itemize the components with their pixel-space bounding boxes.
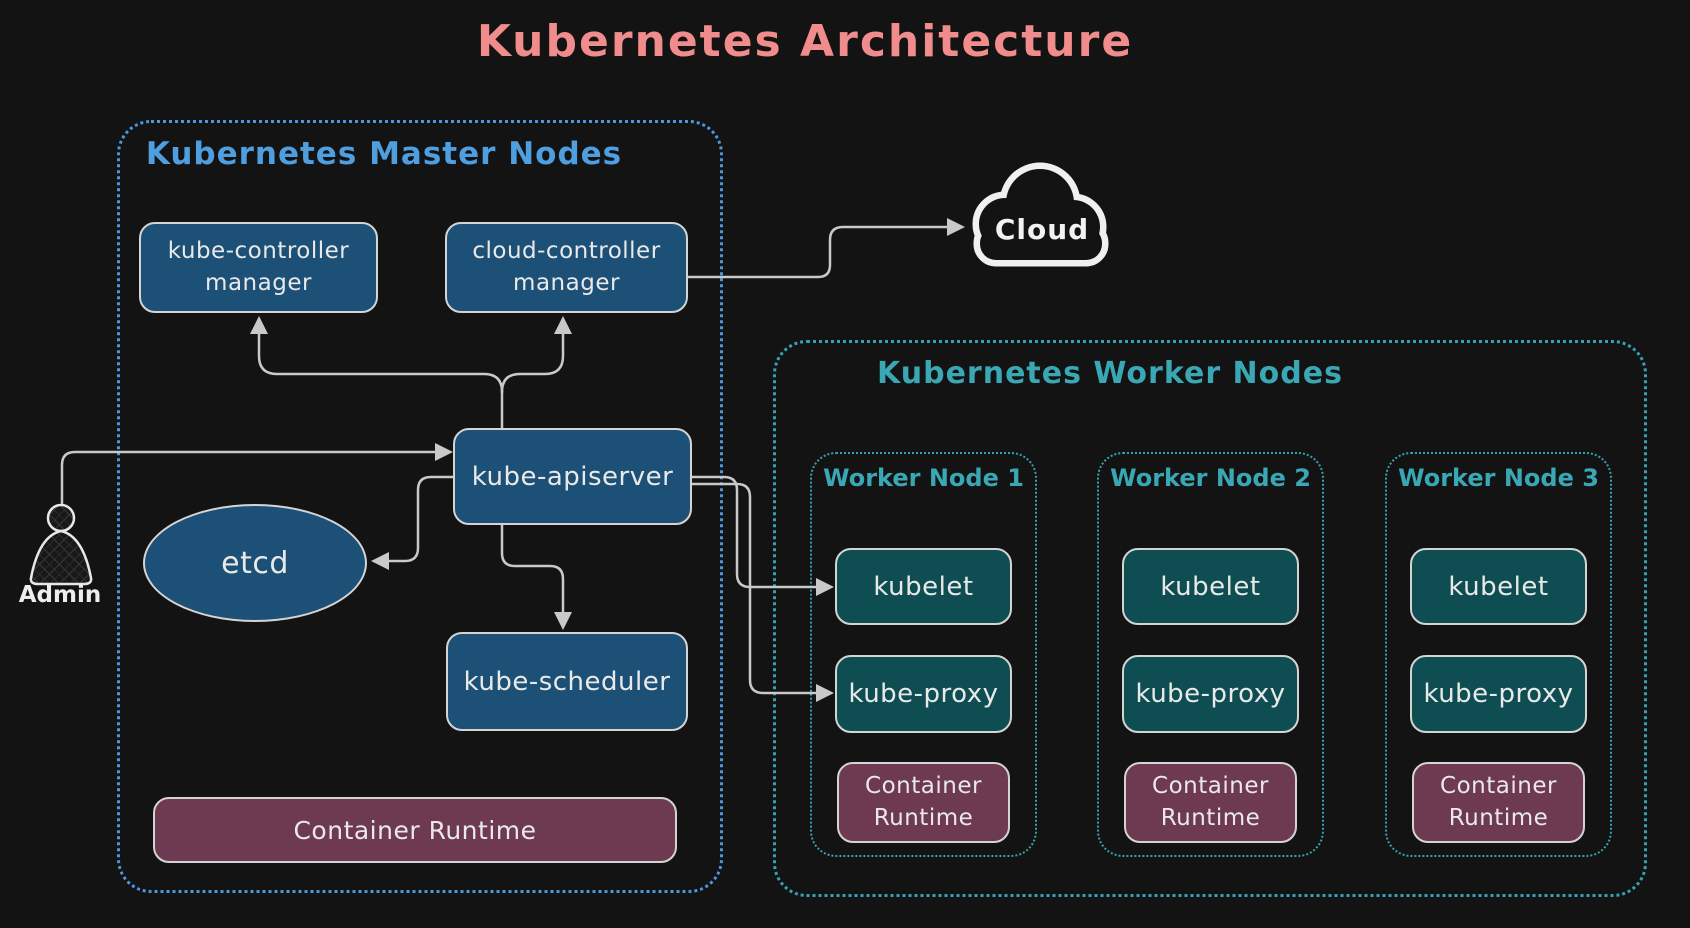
worker-node-1-title: Worker Node 1 xyxy=(823,464,1024,492)
worker-node-3-title: Worker Node 3 xyxy=(1398,464,1599,492)
node-container-runtime-master: Container Runtime xyxy=(153,797,677,863)
master-nodes-frame xyxy=(117,120,723,893)
cloud-label: Cloud xyxy=(995,213,1089,246)
page-title: Kubernetes Architecture xyxy=(476,16,1134,67)
node-etcd: etcd xyxy=(143,504,367,622)
arrow-apiserver-to-scheduler xyxy=(500,523,565,615)
arrowhead xyxy=(554,316,572,334)
worker-nodes-frame xyxy=(773,340,1647,897)
node-container-runtime-2: Container Runtime xyxy=(1124,762,1297,843)
node-kubelet-1: kubelet xyxy=(835,548,1012,625)
node-kube-scheduler: kube-scheduler xyxy=(446,632,688,731)
node-container-runtime-1: Container Runtime xyxy=(837,762,1010,843)
node-kubelet-2: kubelet xyxy=(1122,548,1299,625)
node-kube-proxy-3: kube-proxy xyxy=(1410,655,1587,733)
node-kube-apiserver: kube-apiserver xyxy=(453,428,692,525)
arrowhead xyxy=(250,316,268,334)
worker-node-3-frame xyxy=(1385,452,1612,857)
arrow-admin-to-apiserver xyxy=(60,450,439,505)
worker-node-2-frame xyxy=(1097,452,1324,857)
node-kube-proxy-1: kube-proxy xyxy=(835,655,1012,733)
master-nodes-title: Kubernetes Master Nodes xyxy=(145,136,623,172)
node-kube-controller-manager: kube-controller manager xyxy=(139,222,378,313)
arrow-cloud-controller-to-cloud xyxy=(686,225,951,279)
arrow-apiserver-to-cloud-controller-manager xyxy=(500,332,565,394)
arrowhead xyxy=(435,443,453,461)
arrow-apiserver-to-kubelet xyxy=(690,475,820,589)
cloud-icon: Cloud xyxy=(972,162,1109,267)
worker-nodes-title: Kubernetes Worker Nodes xyxy=(877,356,1343,391)
arrowhead xyxy=(816,578,834,596)
node-container-runtime-3: Container Runtime xyxy=(1412,762,1585,843)
arrowhead xyxy=(816,684,834,702)
node-kube-proxy-2: kube-proxy xyxy=(1122,655,1299,733)
arrow-apiserver-to-etcd xyxy=(385,475,455,563)
node-kubelet-3: kubelet xyxy=(1410,548,1587,625)
worker-node-2-title: Worker Node 2 xyxy=(1110,464,1311,492)
arrowhead xyxy=(371,552,389,570)
admin-label: Admin xyxy=(19,582,102,608)
worker-node-1-frame xyxy=(810,452,1037,857)
arrowhead xyxy=(554,612,572,630)
node-cloud-controller-manager: cloud-controller manager xyxy=(445,222,688,313)
admin-icon xyxy=(29,503,93,586)
arrow-apiserver-to-kube-controller-manager xyxy=(257,332,504,394)
arrowhead xyxy=(947,218,965,236)
arrow-apiserver-to-kube-proxy xyxy=(690,482,820,695)
